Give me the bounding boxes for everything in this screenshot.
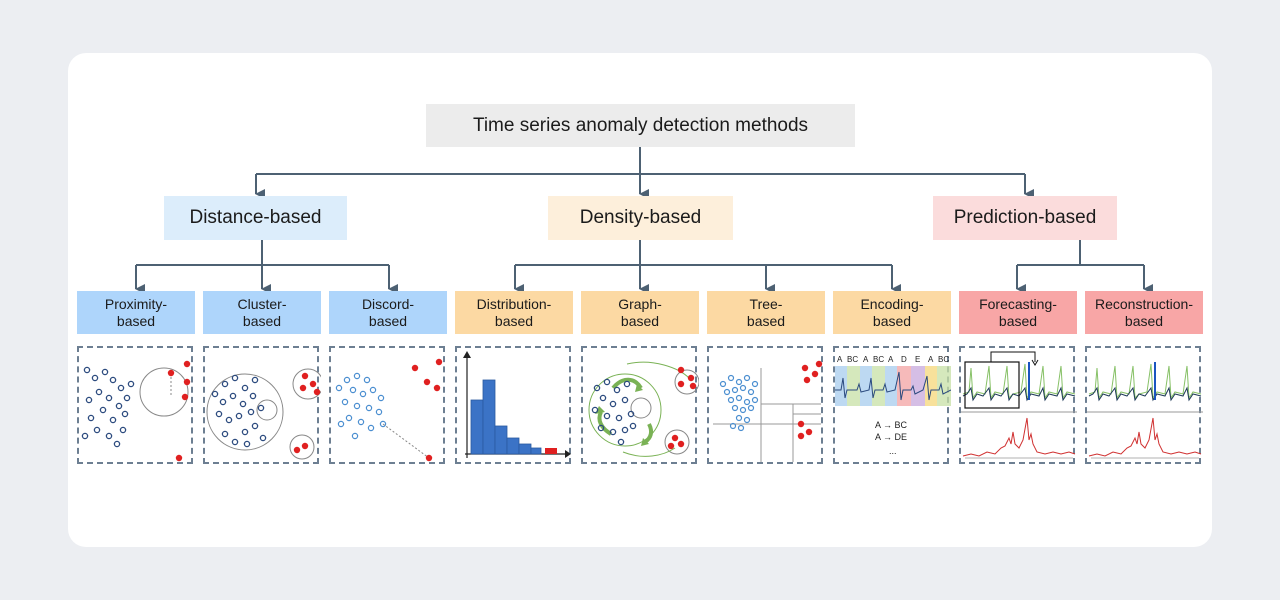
discord-illustration	[329, 346, 445, 464]
encoding-segment-letter: BC	[938, 355, 949, 364]
method-cluster-based: Cluster- based	[203, 291, 321, 334]
encoding-ellipsis: ...	[889, 446, 897, 456]
method-encoding-based: Encoding- based	[833, 291, 951, 334]
method-distribution-based: Distribution- based	[455, 291, 573, 334]
encoding-segment-letter: BC	[873, 355, 884, 364]
category-density-based: Density-based	[548, 196, 733, 240]
reconstruction-illustration	[1085, 346, 1203, 464]
encoding-segment-letter: A	[928, 355, 934, 364]
encoding-segment-letter: E	[915, 355, 920, 364]
root-node: Time series anomaly detection methods	[426, 104, 855, 147]
encoding-segment-letter: A	[837, 355, 843, 364]
encoding-rule-2: A → DE	[875, 432, 907, 442]
category-distance-based: Distance-based	[164, 196, 347, 240]
method-tree-based: Tree- based	[707, 291, 825, 334]
encoding-segment-letter: BC	[847, 355, 858, 364]
method-proximity-based: Proximity- based	[77, 291, 195, 334]
tree-illustration	[707, 346, 823, 464]
method-graph-based: Graph- based	[581, 291, 699, 334]
cluster-illustration	[203, 346, 321, 464]
encoding-segment-letter: A	[863, 355, 869, 364]
encoding-rule-1: A → BC	[875, 420, 908, 430]
proximity-illustration	[77, 346, 193, 464]
encoding-illustration: A BC A BC A D E A BC A → BC A → DE ...	[833, 346, 951, 464]
method-discord-based: Discord- based	[329, 291, 447, 334]
method-reconstruction-based: Reconstruction- based	[1085, 291, 1203, 334]
encoding-segment-letter: A	[888, 355, 894, 364]
category-prediction-based: Prediction-based	[933, 196, 1117, 240]
method-forecasting-based: Forecasting- based	[959, 291, 1077, 334]
distribution-illustration	[455, 346, 571, 464]
graph-illustration	[581, 346, 699, 464]
encoding-segment-letter: D	[901, 355, 907, 364]
forecasting-illustration	[959, 346, 1077, 464]
